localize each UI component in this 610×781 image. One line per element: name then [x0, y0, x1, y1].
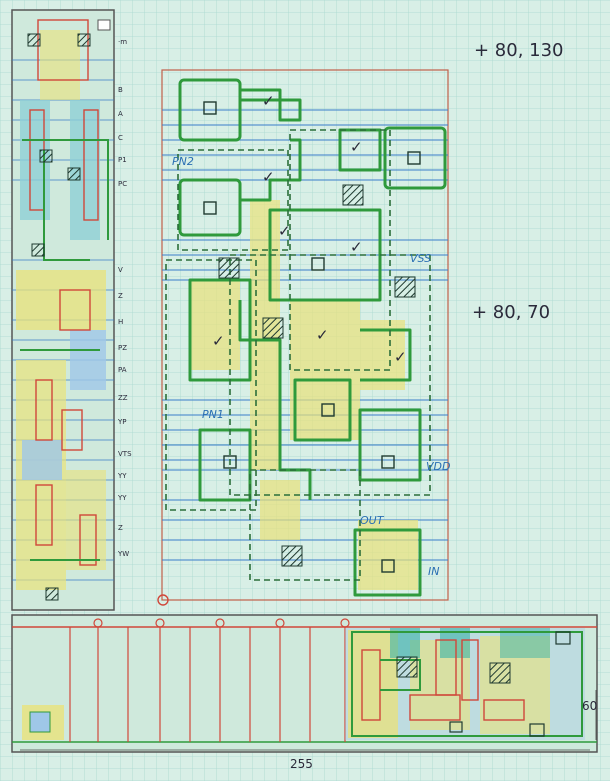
width-dimension: 255 — [290, 757, 313, 771]
check-mark: ✓ — [278, 222, 291, 240]
check-mark: ✓ — [316, 326, 329, 344]
label-vss: VSS — [410, 252, 431, 265]
check-mark: ✓ — [394, 348, 407, 366]
label-vdd: VDD — [426, 460, 450, 473]
svg-text:B: B — [118, 86, 123, 94]
check-mark: ✓ — [262, 168, 275, 186]
svg-text:YY: YY — [117, 472, 127, 480]
label-in: IN — [428, 565, 439, 578]
svg-text:VTS: VTS — [118, 450, 132, 458]
svg-text:ZZ: ZZ — [118, 394, 128, 402]
check-mark: ✓ — [212, 332, 225, 350]
svg-text:YY: YY — [117, 494, 127, 502]
svg-text:PC: PC — [118, 180, 127, 188]
svg-text:YP: YP — [117, 418, 127, 426]
main-cell-layout — [157, 69, 449, 606]
svg-text:P1: P1 — [118, 156, 127, 164]
bottom-cell-strip — [11, 614, 598, 753]
label-pn2: PN2 — [172, 155, 194, 168]
svg-text:Z: Z — [118, 292, 123, 300]
svg-text:YW: YW — [117, 550, 129, 558]
svg-text:A: A — [118, 110, 123, 118]
label-pn1: PN1 — [202, 408, 224, 421]
svg-text:PZ: PZ — [118, 344, 127, 352]
height-dimension: 60 — [582, 699, 597, 713]
coordinate-top: + 80, 130 — [474, 40, 564, 61]
svg-text:C: C — [118, 134, 123, 142]
check-mark: ✓ — [350, 238, 363, 256]
svg-text:·m: ·m — [118, 38, 127, 46]
check-mark: ✓ — [262, 92, 275, 110]
svg-text:PA: PA — [118, 366, 127, 374]
svg-text:Z: Z — [118, 524, 123, 532]
svg-text:V: V — [118, 266, 123, 274]
svg-text:H: H — [118, 318, 123, 326]
coordinate-mid: + 80, 70 — [472, 302, 550, 323]
label-out: OUT — [360, 514, 385, 527]
check-mark: ✓ — [350, 138, 363, 156]
